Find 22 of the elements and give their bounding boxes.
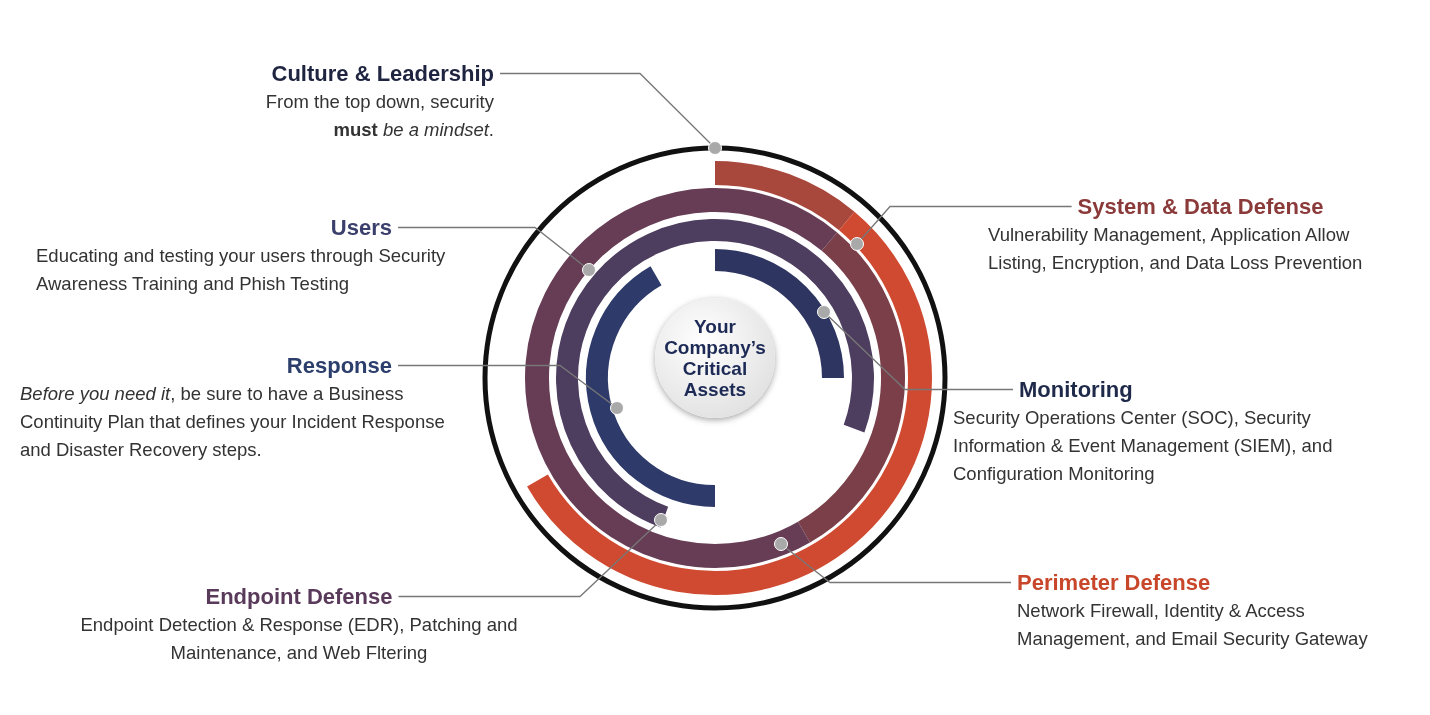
- description: Vulnerability Management, Application Allow Listing, Encryption, and Data Loss Prevention: [988, 223, 1364, 275]
- heading: Endpoint Defense: [204, 583, 394, 611]
- heading: Perimeter Defense: [1017, 569, 1212, 597]
- description: Network Firewall, Identity & Access Management, and Email Security Gateway: [1017, 599, 1369, 651]
- leader-line: [850, 205, 1073, 251]
- description: Educating and testing your users through Security Awareness Training and Phish Testing: [36, 244, 447, 296]
- description: Before you need it, be sure to have a Business Continuity Plan that defines your Incident Response and Disaster Recovery steps.: [20, 382, 446, 462]
- heading: Response: [285, 352, 393, 380]
- leader-line: [817, 305, 1014, 391]
- heading: Culture & Leadership: [270, 60, 494, 88]
- leader-line: [397, 364, 624, 415]
- heading: System & Data Defense: [1076, 193, 1325, 221]
- hub-circle: Your Company’s Critical Assets: [655, 298, 775, 418]
- description: From the top down, security must be a mindset.: [264, 90, 494, 142]
- description: Endpoint Detection & Response (EDR), Patching and Maintenance, and Web Fltering: [79, 613, 519, 665]
- leader-line: [499, 72, 722, 155]
- leader-line: [774, 537, 1012, 584]
- heading: Users: [329, 214, 393, 242]
- leader-line: [397, 513, 668, 598]
- leader-line: [397, 226, 596, 277]
- heading: Monitoring: [1018, 376, 1134, 404]
- description: Security Operations Center (SOC), Security Information & Event Management (SIEM), and Configuration Monitoring: [953, 406, 1334, 486]
